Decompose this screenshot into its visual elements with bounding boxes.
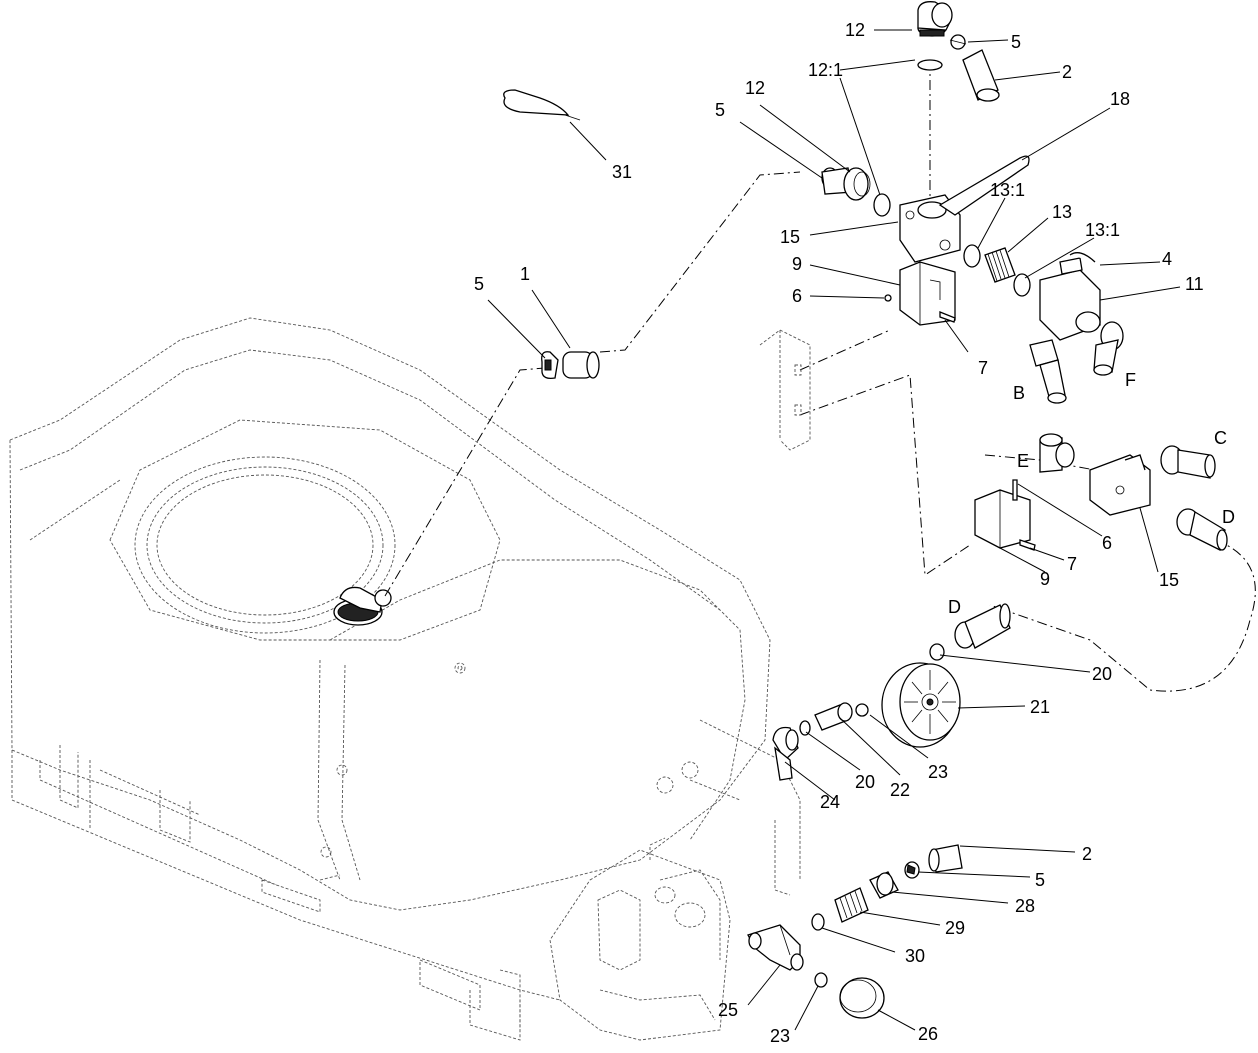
callout-b: B [1013, 383, 1025, 403]
zip-tie [503, 89, 581, 121]
assembly-centerlines [384, 60, 1256, 692]
callout-24: 24 [820, 792, 840, 812]
oring-13-1-a [963, 244, 981, 268]
callout-7-top: 7 [978, 358, 988, 378]
hose-clamp [541, 351, 559, 380]
callout-4: 4 [1162, 249, 1172, 269]
hose-2-lower [928, 844, 963, 873]
callout-labels: 12 5 12:1 2 12 5 18 31 13:1 13 13:1 15 9… [474, 20, 1235, 1046]
callout-5-left: 5 [715, 100, 725, 120]
callout-15-mid: 15 [1159, 570, 1179, 590]
oring-23-a [855, 703, 869, 717]
callout-d-mid: D [1222, 507, 1235, 527]
fitting-13 [984, 247, 1016, 283]
cap-26 [839, 977, 885, 1019]
screw-7-top [939, 311, 956, 323]
callout-21: 21 [1030, 697, 1050, 717]
pump-21 [881, 662, 961, 748]
fitting-d-lower [954, 603, 1011, 649]
callout-e: E [1017, 451, 1029, 471]
callout-20-b: 20 [855, 772, 875, 792]
hose-coupler [562, 351, 600, 379]
valve-11 [1039, 252, 1101, 341]
callout-1: 1 [520, 264, 530, 284]
callout-29: 29 [945, 918, 965, 938]
fitting-b-outlet [1029, 339, 1067, 404]
valve-body-15-top [899, 194, 961, 263]
callout-5-top: 5 [1011, 32, 1021, 52]
callout-c: C [1214, 428, 1227, 448]
callout-30: 30 [905, 946, 925, 966]
callout-20-a: 20 [1092, 664, 1112, 684]
callout-23-a: 23 [928, 762, 948, 782]
fitting-29 [834, 887, 869, 923]
callout-26: 26 [918, 1024, 938, 1044]
callout-12-top: 12 [845, 20, 865, 40]
callout-d-lower: D [948, 597, 961, 617]
elbow-24 [772, 726, 799, 781]
callout-12-left: 12 [745, 78, 765, 98]
top-elbow-fitting [917, 1, 953, 37]
elbow-e [1039, 433, 1075, 473]
spray-tank-phantom [9, 317, 801, 1041]
fitting-f-outlet [1093, 321, 1124, 376]
leader-lines [487, 29, 1181, 1031]
callout-31: 31 [612, 162, 632, 182]
callout-13: 13 [1052, 202, 1072, 222]
callout-13-1-a: 13:1 [990, 180, 1025, 200]
callout-18: 18 [1110, 89, 1130, 109]
oring-23-b [814, 972, 828, 988]
callout-11: 11 [1185, 274, 1204, 294]
bracket-9-mid [974, 489, 1031, 549]
fitting-22 [814, 702, 853, 731]
callout-22: 22 [890, 780, 910, 800]
callout-15-top: 15 [780, 227, 800, 247]
callout-2-lower: 2 [1082, 844, 1092, 864]
valve-body-15-mid [1089, 454, 1151, 516]
callout-9-top: 9 [792, 254, 802, 274]
screw-6-top [884, 294, 892, 302]
fitting-c [1160, 445, 1216, 479]
oring-30 [811, 913, 825, 931]
wire-handle-18 [938, 155, 1030, 216]
oring-13-1-b [1013, 273, 1031, 297]
fitting-d-top [1176, 508, 1228, 551]
oring-20-a [929, 643, 945, 661]
callout-7-mid: 7 [1067, 554, 1077, 574]
strainer-tee-25 [747, 924, 804, 971]
callout-5-tank: 5 [474, 274, 484, 294]
callout-25: 25 [718, 1000, 738, 1020]
callout-2-top: 2 [1062, 62, 1072, 82]
hose-top [962, 49, 1000, 102]
callout-9-mid: 9 [1040, 569, 1050, 589]
oring-20-b [799, 720, 811, 736]
oring-top [917, 59, 943, 71]
callout-f: F [1125, 370, 1136, 390]
callout-13-1-b: 13:1 [1085, 220, 1120, 240]
callout-6-mid: 6 [1102, 533, 1112, 553]
nut-28 [869, 871, 899, 899]
mount-bracket-phantom [759, 329, 811, 451]
callout-12-1-top: 12:1 [808, 60, 843, 80]
oring-12-1-left [873, 193, 891, 217]
callout-28: 28 [1015, 896, 1035, 916]
fitting-12-left [821, 167, 871, 201]
tank-fill-elbow [333, 586, 392, 626]
callout-5-lower: 5 [1035, 870, 1045, 890]
callout-23-b: 23 [770, 1026, 790, 1046]
screw-7-mid [1019, 539, 1036, 551]
clamp-5-lower [904, 861, 920, 879]
hose-clamp-top [949, 34, 967, 50]
screw-6-mid [1012, 479, 1018, 501]
callout-6-top: 6 [792, 286, 802, 306]
